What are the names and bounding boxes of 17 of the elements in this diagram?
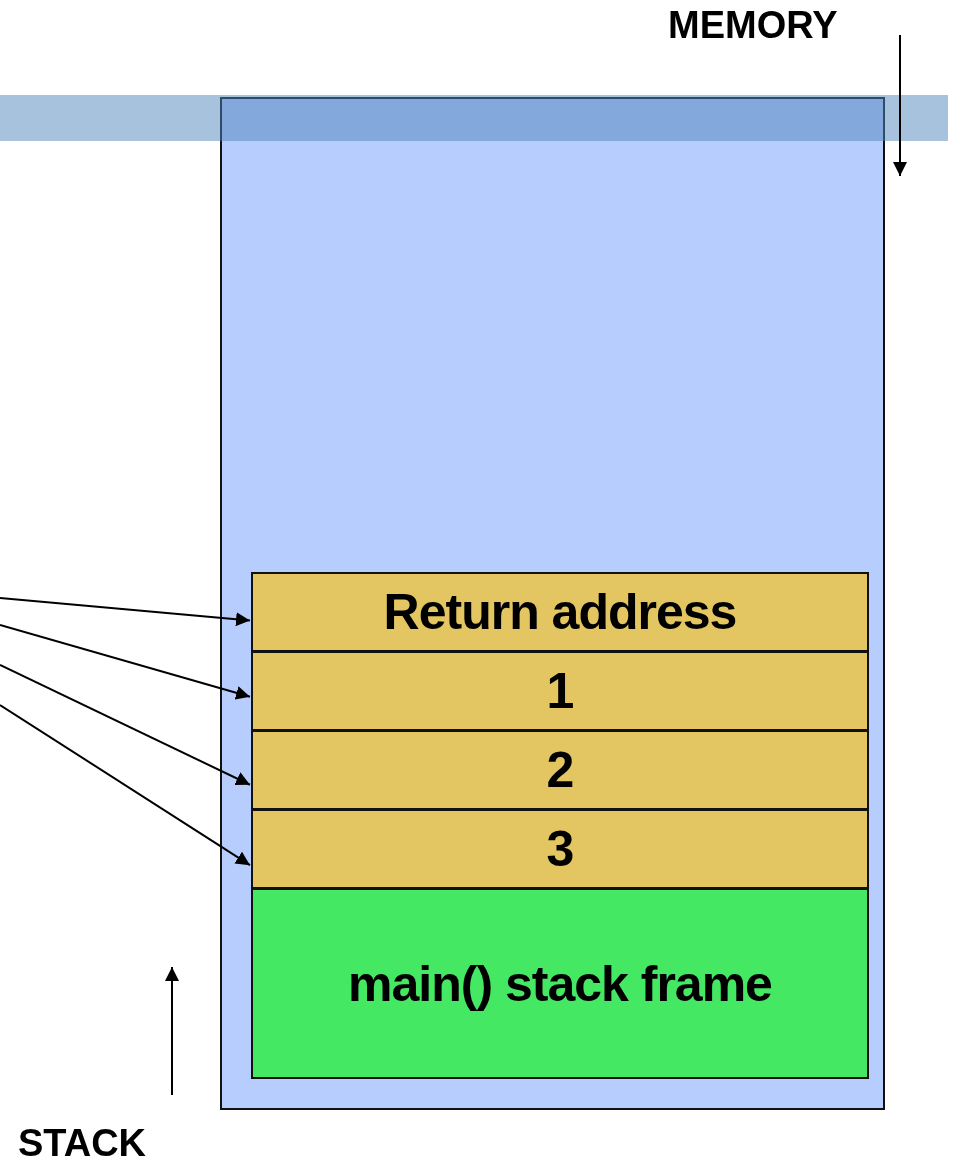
stack-slot <box>251 809 869 889</box>
stack-frame-box <box>251 888 869 1079</box>
stack-slot <box>251 651 869 731</box>
slot-label: 2 <box>546 741 574 799</box>
slot-label: 1 <box>546 662 574 720</box>
arrow <box>0 704 251 867</box>
arrow <box>0 664 251 786</box>
arrow <box>0 597 251 627</box>
axis-label: MEMORY <box>668 4 838 47</box>
slot-label: main() stack frame <box>348 954 772 1013</box>
axis-label: STACK <box>18 1122 147 1165</box>
arrow <box>0 624 251 700</box>
stack-slot <box>251 572 869 652</box>
stack-slot <box>251 730 869 810</box>
slot-label: Return address <box>383 583 737 641</box>
memory-region <box>220 97 885 1110</box>
slot-label: 3 <box>546 820 574 878</box>
